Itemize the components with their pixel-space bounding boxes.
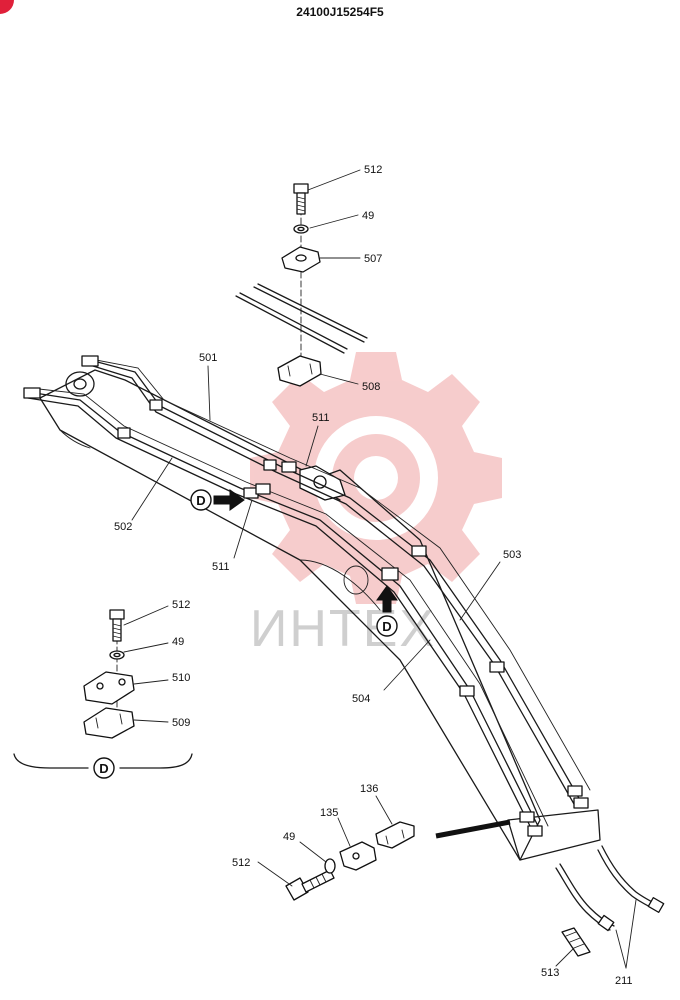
watermark-gear-logo bbox=[250, 352, 502, 604]
label-49-bottom: 49 bbox=[283, 831, 295, 843]
label-503: 503 bbox=[503, 549, 521, 561]
view-arrow-up-icon bbox=[376, 585, 398, 613]
watermark-text: ИНТЕХ bbox=[250, 600, 436, 658]
clamp-upper-icon bbox=[83, 671, 135, 705]
label-512-detail: 512 bbox=[172, 599, 190, 611]
view-marker-lower-letter: D bbox=[382, 619, 391, 634]
hydraulic-pipe-lines bbox=[23, 355, 591, 837]
bottom-clamp-assembly bbox=[257, 795, 665, 969]
label-509: 509 bbox=[172, 717, 190, 729]
label-512-bottom: 512 bbox=[232, 857, 250, 869]
label-136: 136 bbox=[360, 783, 378, 795]
view-marker-left bbox=[190, 489, 245, 511]
label-512-top: 512 bbox=[364, 164, 382, 176]
drawing-number: 24100J15254F5 bbox=[296, 5, 384, 19]
clamp-lower-icon bbox=[83, 707, 135, 739]
view-marker-lower bbox=[376, 585, 398, 637]
label-49-top: 49 bbox=[362, 210, 374, 222]
label-211: 211 bbox=[615, 975, 633, 987]
bolt-shank-icon bbox=[296, 192, 306, 215]
view-arrow-right-icon bbox=[213, 489, 245, 511]
label-508: 508 bbox=[362, 381, 380, 393]
corner-badge bbox=[0, 0, 14, 14]
label-135: 135 bbox=[320, 807, 338, 819]
clamp-136-icon bbox=[375, 821, 415, 849]
label-513: 513 bbox=[541, 967, 559, 979]
top-clamp-assembly bbox=[235, 169, 368, 387]
label-511-upper: 511 bbox=[312, 412, 330, 424]
washer-icon bbox=[324, 858, 336, 874]
label-510: 510 bbox=[172, 672, 190, 684]
bolt-head-icon bbox=[109, 609, 125, 620]
label-502: 502 bbox=[114, 521, 132, 533]
label-501: 501 bbox=[199, 352, 217, 364]
bolt-head-icon bbox=[293, 183, 309, 194]
label-504: 504 bbox=[352, 693, 370, 705]
label-49-detail: 49 bbox=[172, 636, 184, 648]
detail-view-d bbox=[13, 605, 193, 779]
detail-view-d-letter: D bbox=[99, 761, 108, 776]
clamp-lower-icon bbox=[277, 355, 322, 387]
label-507: 507 bbox=[364, 253, 382, 265]
label-511-lower: 511 bbox=[212, 561, 230, 573]
view-marker-left-letter: D bbox=[196, 493, 205, 508]
boom-arm-outline bbox=[39, 369, 601, 861]
